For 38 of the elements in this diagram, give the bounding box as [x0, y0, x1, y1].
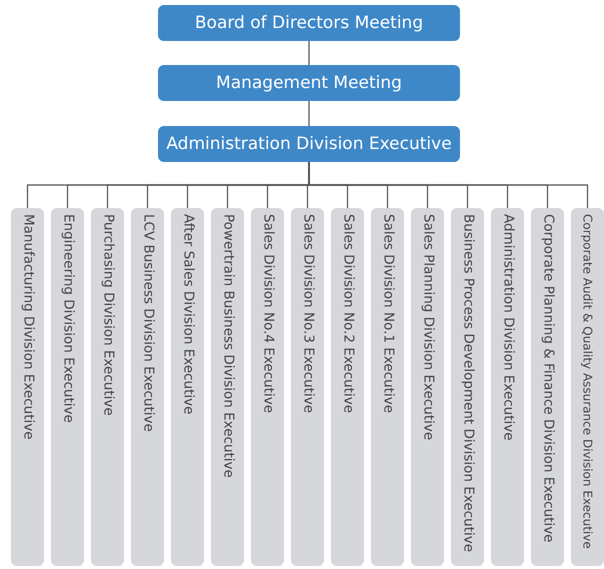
division-box [91, 208, 124, 566]
box-label: Sales Division No.1 Executive [380, 214, 394, 414]
division-box [51, 208, 84, 566]
governance-box [158, 5, 460, 41]
box-label: Manufacturing Division Executive [20, 214, 34, 440]
box-label: Administration Division Executive [500, 214, 514, 441]
box-label: Management Meeting [216, 73, 402, 93]
box-label: Purchasing Division Executive [100, 214, 114, 416]
box-label: Sales Division No.4 Executive [260, 214, 274, 414]
connector-line [308, 101, 310, 126]
division-box [11, 208, 44, 566]
division-box [251, 208, 284, 566]
division-box [571, 208, 604, 566]
division-box [171, 208, 204, 566]
division-box [371, 208, 404, 566]
box-label: After Sales Division Executive [180, 214, 194, 414]
box-label: Business Process Development Division Executive [460, 214, 474, 552]
box-label: LCV Business Division Executive [140, 214, 154, 432]
governance-box [158, 65, 460, 101]
division-box [131, 208, 164, 566]
division-box [451, 208, 484, 566]
division-box [531, 208, 564, 566]
division-box [291, 208, 324, 566]
division-box [411, 208, 444, 566]
box-label: Corporate Audit & Quality Assurance Division Executive [582, 214, 594, 549]
box-label: Administration Division Executive [166, 134, 452, 154]
box-label: Corporate Planning & Finance Division Executive [540, 214, 554, 542]
division-box [211, 208, 244, 566]
box-label: Sales Planning Division Executive [420, 214, 434, 440]
connector-line [308, 41, 310, 65]
box-label: Engineering Division Executive [60, 214, 74, 423]
division-box [491, 208, 524, 566]
box-label: Board of Directors Meeting [194, 13, 424, 33]
box-label: Sales Division No.3 Executive [300, 214, 314, 414]
box-label: Sales Division No.2 Executive [340, 214, 354, 414]
division-box [331, 208, 364, 566]
governance-box [158, 126, 460, 162]
box-label: Powertrain Business Division Executive [220, 214, 234, 478]
